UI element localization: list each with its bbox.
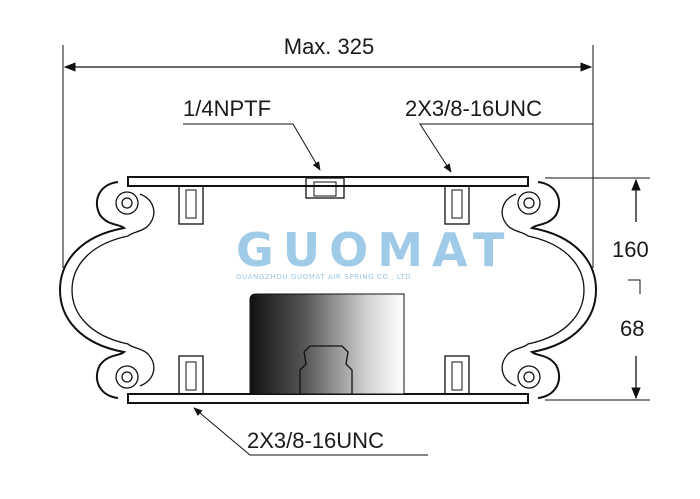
bellow-right-outer <box>529 181 598 399</box>
max-width-label: Max. 325 <box>284 34 375 59</box>
air-spring-body <box>58 176 598 404</box>
height-dimension: 160 68 <box>545 177 650 401</box>
bellow-right-inner <box>501 193 585 387</box>
bead-curl-top-right <box>517 191 541 215</box>
height-range-mark <box>628 279 641 294</box>
bellow-left-outer <box>58 181 127 399</box>
height-min-label: 68 <box>620 316 644 341</box>
top-bead-plate <box>127 176 529 187</box>
bottom-bolts-callout: 2X3/8-16UNC <box>193 407 428 456</box>
bead-curl-bottom-left <box>115 365 139 389</box>
bottom-bolts-label: 2X3/8-16UNC <box>247 428 384 453</box>
top-stud-left <box>178 185 204 225</box>
top-port-label: 1/4NPTF <box>183 96 271 121</box>
center-boss <box>299 345 353 394</box>
brand-logo-text: GUOMAT <box>236 223 513 277</box>
bottom-stud-right <box>444 355 470 395</box>
top-port-leader <box>183 123 321 171</box>
top-port-callout: 1/4NPTF <box>183 96 321 171</box>
brand-tagline: GUANGZHOU GUOMAT AIR SPRING CO., LTD <box>236 273 411 281</box>
top-stud-right <box>444 185 470 225</box>
top-bolts-leader <box>419 123 593 173</box>
bead-curl-top-left <box>115 191 139 215</box>
width-dimension: Max. 325 <box>62 34 594 268</box>
bellow-left-inner <box>71 193 155 387</box>
top-bolts-callout: 2X3/8-16UNC <box>405 96 593 173</box>
top-bolts-label: 2X3/8-16UNC <box>405 96 542 121</box>
air-port-fitting <box>305 177 345 199</box>
bottom-stud-left <box>178 355 204 395</box>
bottom-bolts-leader <box>193 407 428 456</box>
brand-logo: GUOMAT GUANGZHOU GUOMAT AIR SPRING CO., … <box>236 223 513 281</box>
bottom-bead-plate <box>127 393 529 404</box>
height-max-label: 160 <box>612 237 649 262</box>
bumper-piston <box>249 293 405 395</box>
bead-curl-bottom-right <box>517 365 541 389</box>
